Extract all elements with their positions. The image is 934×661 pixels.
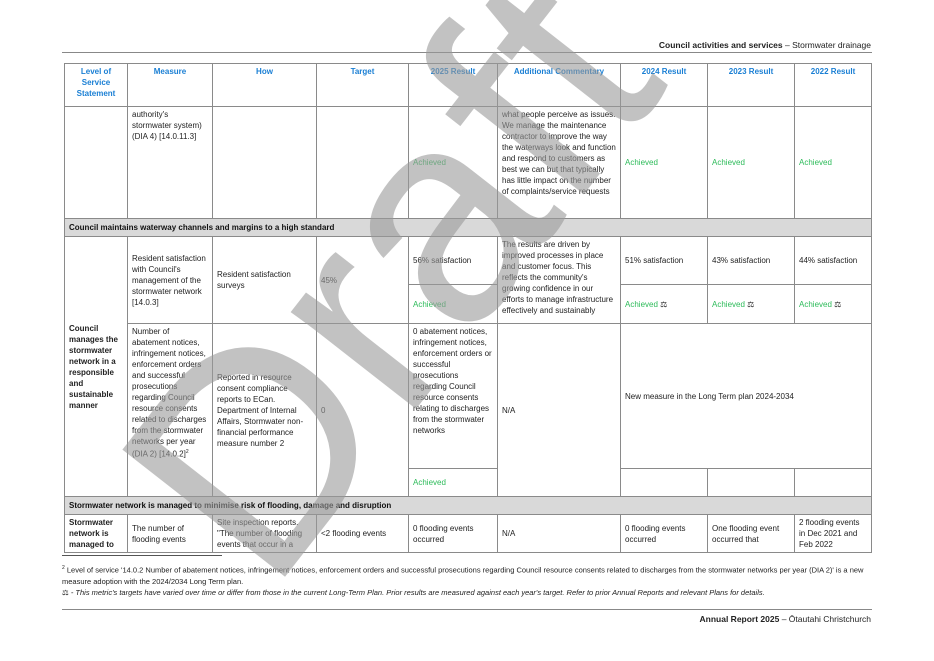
cell-2025-status: Achieved [408, 284, 498, 324]
cell-how: Resident satisfaction surveys [212, 236, 317, 324]
col-header: 2025 Result [408, 63, 498, 107]
table-row: Council manages the stormwater network i… [64, 236, 872, 497]
table-row: Achieved [65, 468, 872, 497]
section-heading: Stormwater network is managed to minimis… [64, 496, 872, 515]
footnote-icon-note: ⚖ - This metric's targets have varied ov… [62, 587, 872, 598]
cell-2024-result: 51% satisfaction [620, 236, 708, 285]
section-row: Stormwater network is managed to minimis… [64, 496, 872, 515]
target-varied-icon: ⚖ [834, 299, 842, 309]
header-rule [62, 52, 872, 53]
cell [212, 106, 317, 219]
header-separator: – [782, 40, 793, 50]
col-header: Target [316, 63, 409, 107]
table-header-row: Level of Service Statement Measure How T… [64, 63, 872, 107]
cell-target: 0 [316, 323, 409, 497]
cell-2023-result: Achieved [707, 106, 795, 219]
page-header: Council activities and services – Stormw… [659, 40, 871, 50]
footer-title: Annual Report 2025 [699, 614, 780, 624]
cell-2022-result: Achieved [794, 106, 872, 219]
cell-2022-result: 2 flooding events in Dec 2021 and Feb 20… [794, 514, 872, 553]
table-row: Achieved Achieved ⚖ Achieved ⚖ Achieved … [65, 284, 872, 324]
table-row: authority's stormwater system) (DIA 4) [… [64, 106, 872, 219]
cell-commentary: N/A [497, 323, 621, 497]
status-text: Achieved [799, 299, 832, 309]
footer-separator: – [779, 614, 789, 624]
cell-measure: Resident satisfaction with Council's man… [127, 236, 213, 324]
col-header: Level of Service Statement [64, 63, 128, 107]
cell-measure: The number of flooding events [127, 514, 213, 553]
cell-level-of-service: Stormwater network is managed to [64, 514, 128, 553]
measure-text: Number of abatement notices, infringemen… [132, 327, 207, 459]
footnote-text: Level of service '14.0.2 Number of abate… [62, 565, 864, 586]
col-header: 2022 Result [794, 63, 872, 107]
cell-how: Site inspection reports. "The number of … [212, 514, 317, 553]
cell-2023-result: One flooding event occurred that [707, 514, 795, 553]
cell-2025-status: Achieved [408, 468, 498, 497]
col-header: 2023 Result [707, 63, 795, 107]
page-footer: Annual Report 2025 – Ōtautahi Christchur… [700, 614, 871, 624]
col-header: 2024 Result [620, 63, 708, 107]
cell-target: <2 flooding events [316, 514, 409, 553]
cell [64, 106, 128, 219]
cell-2024-result: Achieved [620, 106, 708, 219]
icon-note-text: - This metric's targets have varied over… [68, 588, 765, 597]
cell-prior-results: New measure in the Long Term plan 2024-2… [620, 323, 872, 469]
footnote-rule [62, 555, 222, 556]
table-row: Number of abatement notices, infringemen… [65, 323, 872, 497]
cell-2025-result: 56% satisfaction [408, 236, 498, 285]
cell [707, 468, 795, 497]
status-text: Achieved [712, 299, 745, 309]
cell-commentary: N/A [497, 514, 621, 553]
cell-2023-result: 43% satisfaction [707, 236, 795, 285]
cell-measure: authority's stormwater system) (DIA 4) [… [127, 106, 213, 219]
cell-commentary: The results are driven by improved proce… [497, 236, 621, 324]
target-varied-icon: ⚖ [747, 299, 755, 309]
footer-place: Ōtautahi Christchurch [788, 614, 871, 624]
cell [620, 468, 708, 497]
footnote-ref: 2 [185, 449, 189, 455]
table-row: Stormwater network is managed to The num… [64, 514, 872, 553]
status-text: Achieved [625, 299, 658, 309]
cell-2025-result: 0 abatement notices, infringement notice… [408, 323, 498, 469]
col-header: Additional Commentary [497, 63, 621, 107]
performance-table: Level of Service Statement Measure How T… [64, 63, 872, 553]
cell-2025-result: 0 flooding events occurred [408, 514, 498, 553]
cell-2022-status: Achieved ⚖ [794, 284, 872, 324]
footnote-mark: 2 [62, 565, 65, 571]
header-subsection: Stormwater drainage [792, 40, 871, 50]
cell-2022-result: 44% satisfaction [794, 236, 872, 285]
cell-target: 45% [316, 236, 409, 324]
target-varied-icon: ⚖ [62, 588, 69, 597]
cell-2024-result: 0 flooding events occurred [620, 514, 708, 553]
cell-how: Reported in resource consent compliance … [212, 323, 317, 497]
cell-2024-status: Achieved ⚖ [620, 284, 708, 324]
section-heading: Council maintains waterway channels and … [64, 218, 872, 237]
footnote-2: 2 Level of service '14.0.2 Number of aba… [62, 563, 872, 587]
cell-2023-status: Achieved ⚖ [707, 284, 795, 324]
section-row: Council maintains waterway channels and … [64, 218, 872, 237]
header-section: Council activities and services [658, 40, 783, 50]
col-header: How [212, 63, 317, 107]
footer-rule [62, 609, 872, 610]
cell-level-of-service: Council manages the stormwater network i… [64, 236, 128, 497]
col-header: Measure [127, 63, 213, 107]
cell-commentary: what people perceive as issues. We manag… [497, 106, 621, 219]
cell-measure: Number of abatement notices, infringemen… [127, 323, 213, 497]
cell [316, 106, 409, 219]
cell [794, 468, 872, 497]
target-varied-icon: ⚖ [660, 299, 668, 309]
cell-2025-result: Achieved [408, 106, 498, 219]
